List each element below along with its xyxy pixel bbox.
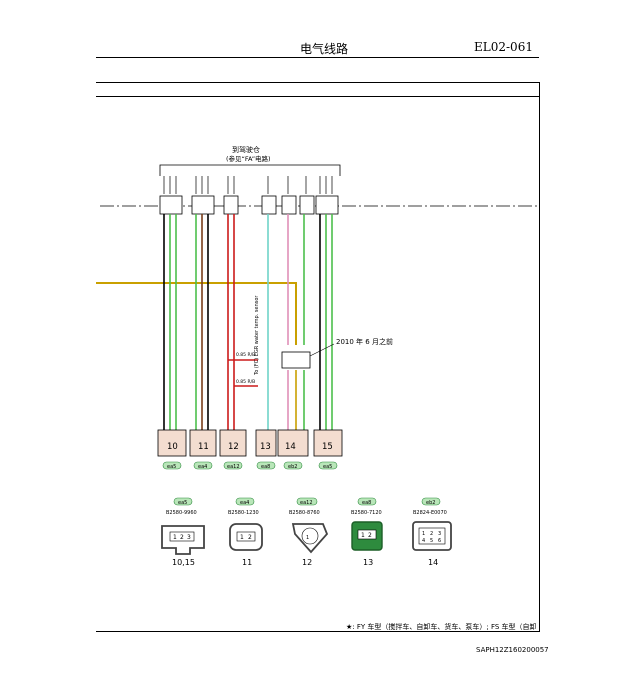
footer-note: ★: FY 车型（搅拌车、自卸车、货车、泵车）; FS 车型（自卸	[346, 623, 537, 631]
svg-text:1: 1	[422, 531, 425, 537]
svg-text:13: 13	[363, 558, 373, 567]
footer-code: SAPH12Z160200057	[476, 646, 549, 654]
svg-text:10: 10	[167, 442, 178, 452]
connector-views: ea5 B2580-9960 1 2 3 10,15 ea4 B2580-123…	[161, 497, 452, 567]
svg-text:10,15: 10,15	[172, 558, 195, 567]
svg-text:ea5: ea5	[167, 464, 176, 470]
svg-text:6: 6	[438, 538, 441, 544]
svg-text:11: 11	[242, 558, 252, 567]
svg-text:14: 14	[428, 558, 438, 567]
svg-text:1: 1	[306, 535, 309, 541]
egr-side-note: To (FC) EGR water temp. sensor	[254, 295, 260, 376]
svg-text:14: 14	[285, 442, 296, 452]
frame-right	[539, 82, 540, 632]
svg-text:ea8: ea8	[261, 464, 270, 470]
arrow-marks	[163, 176, 333, 194]
page-code: EL02-061	[474, 40, 533, 54]
svg-text:ea4: ea4	[240, 500, 249, 506]
svg-text:B2580-1230: B2580-1230	[228, 510, 259, 516]
top-connector-ref: (参见“FA”电路)	[226, 154, 271, 163]
frame-bottom	[96, 631, 539, 632]
svg-text:1: 1	[240, 534, 244, 541]
svg-text:12: 12	[302, 558, 312, 567]
component-boxes	[157, 429, 343, 457]
svg-text:3: 3	[187, 534, 191, 541]
svg-text:B2580-8760: B2580-8760	[289, 510, 320, 516]
svg-text:2: 2	[248, 534, 252, 541]
svg-text:5: 5	[430, 538, 433, 544]
svg-text:ea4: ea4	[198, 464, 207, 470]
svg-text:15: 15	[322, 442, 333, 452]
svg-text:ea8: ea8	[362, 500, 371, 506]
svg-text:2: 2	[180, 534, 184, 541]
wire-yellow	[96, 282, 297, 345]
svg-text:ea12: ea12	[227, 464, 240, 470]
svg-text:12: 12	[228, 442, 239, 452]
svg-text:1: 1	[361, 532, 365, 539]
top-connector-label: 到驾驶仓	[232, 145, 260, 154]
svg-text:B2824-E0070: B2824-E0070	[413, 510, 447, 516]
connector-blocks	[159, 195, 339, 215]
svg-text:3: 3	[438, 531, 441, 537]
connector-bracket	[159, 164, 341, 176]
component-numbers: 10 11 12 13 14 15	[167, 442, 333, 452]
svg-text:ea5: ea5	[178, 500, 187, 506]
svg-text:eb2: eb2	[288, 464, 297, 470]
svg-text:eb2: eb2	[426, 500, 435, 506]
page-title: 电气线路	[300, 42, 349, 56]
svg-text:ea5: ea5	[323, 464, 332, 470]
svg-text:2: 2	[430, 531, 433, 537]
pre-2010-connector	[281, 351, 311, 369]
component-tags: ea5 ea4 ea12 ea8 eb2 ea5	[162, 461, 338, 470]
svg-text:13: 13	[260, 442, 271, 452]
note-2010: 2010 年 6 月之前	[336, 337, 393, 346]
frame-top	[96, 82, 539, 83]
svg-text:B2580-9960: B2580-9960	[166, 510, 197, 516]
header-rule	[96, 57, 539, 58]
red-wire-label-1: 0.85 R/B	[236, 352, 255, 358]
note-leader	[309, 343, 335, 357]
svg-text:11: 11	[198, 442, 209, 452]
red-wire-label-2: 0.85 R/B	[236, 379, 255, 385]
wires	[163, 214, 333, 430]
frame-mid	[96, 96, 539, 97]
svg-text:B2580-7120: B2580-7120	[351, 510, 382, 516]
svg-text:ea12: ea12	[300, 500, 313, 506]
svg-text:4: 4	[422, 538, 425, 544]
svg-text:2: 2	[368, 532, 372, 539]
svg-text:1: 1	[173, 534, 177, 541]
